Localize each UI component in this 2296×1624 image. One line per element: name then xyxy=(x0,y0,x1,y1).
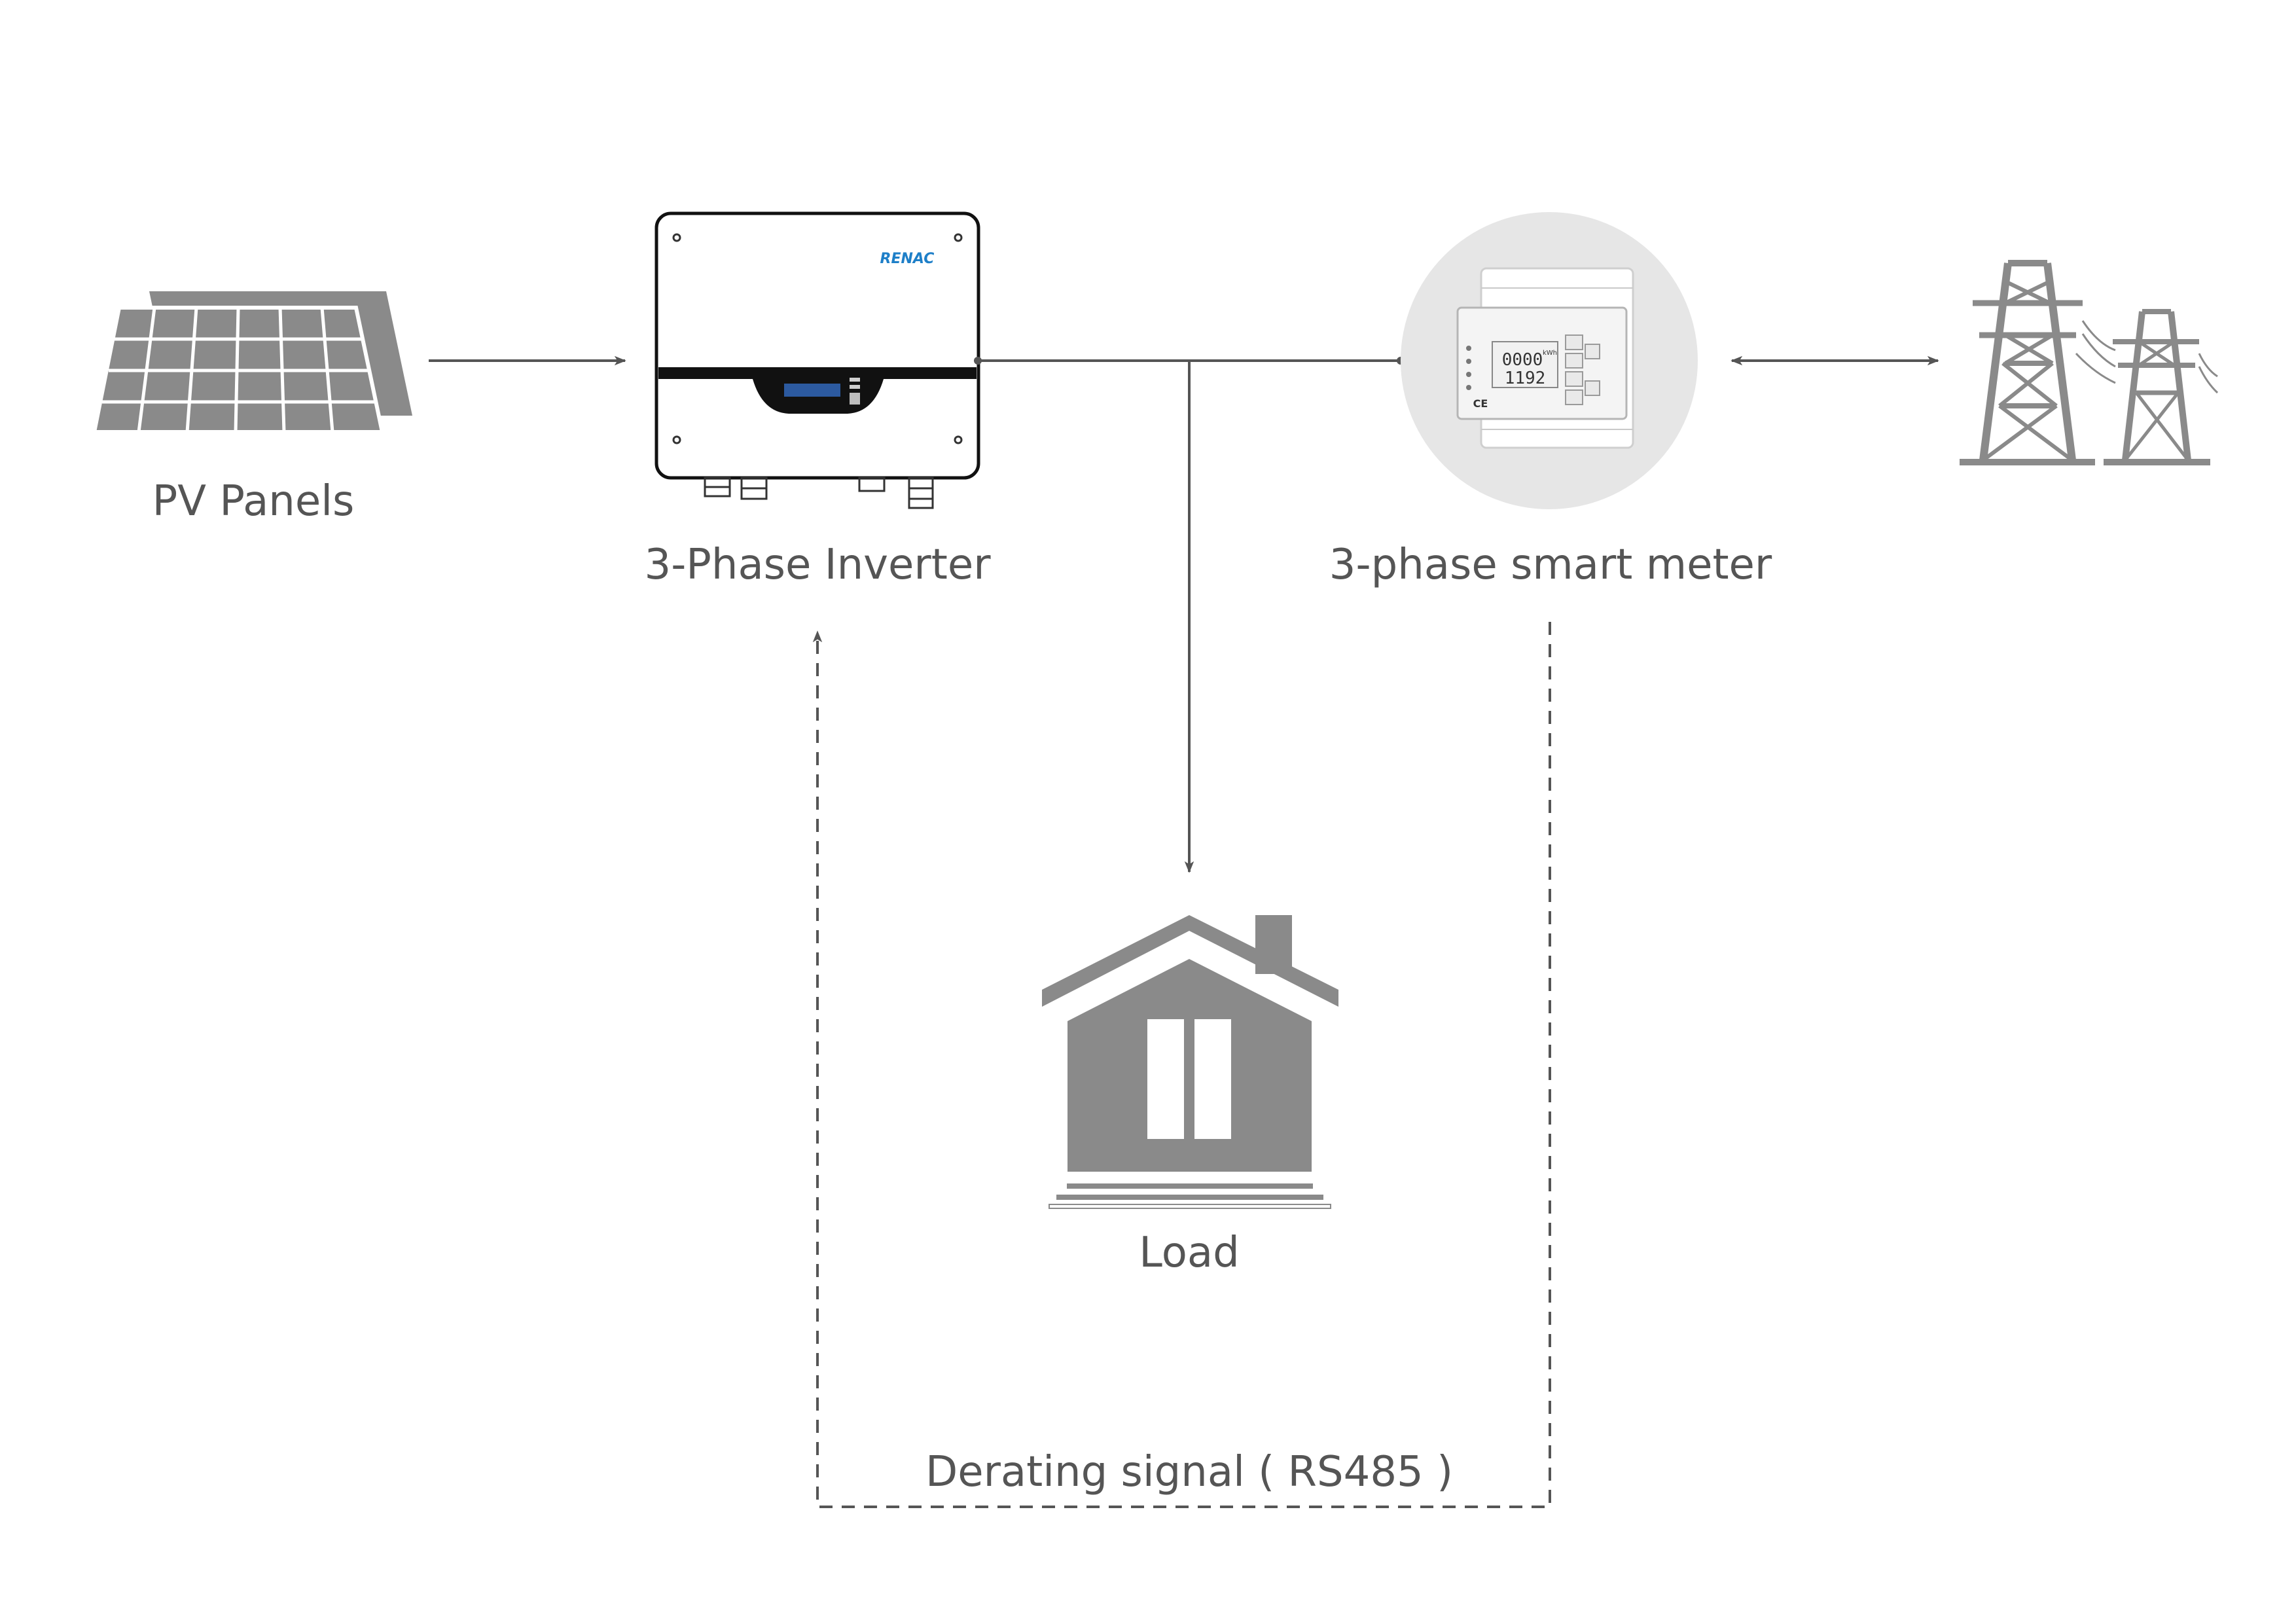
pv-panels-label: PV Panels xyxy=(152,477,355,526)
ac-junction-dot-left xyxy=(974,357,982,365)
meter-ce-mark: CE xyxy=(1473,397,1488,410)
smart-meter-icon: 0000 1192 kWh CE xyxy=(1401,212,1698,509)
grid-tower-icon xyxy=(1960,260,2219,465)
meter-display-top: 0000 xyxy=(1502,350,1543,370)
house-icon xyxy=(1042,915,1338,1209)
inverter-label: 3-Phase Inverter xyxy=(644,541,991,589)
meter-display-bottom: 1192 xyxy=(1505,369,1546,388)
smart-meter-label: 3-phase smart meter xyxy=(1329,541,1772,589)
inverter-icon: RENAC xyxy=(655,211,980,509)
load-label: Load xyxy=(1139,1229,1240,1277)
pv-panels-icon xyxy=(92,291,412,434)
inverter-brand-logo: RENAC xyxy=(880,251,935,267)
derating-signal-label: Derating signal ( RS485 ) xyxy=(925,1448,1453,1496)
meter-unit-label: kWh xyxy=(1543,350,1557,357)
derating-signal-loop xyxy=(812,622,1551,1508)
